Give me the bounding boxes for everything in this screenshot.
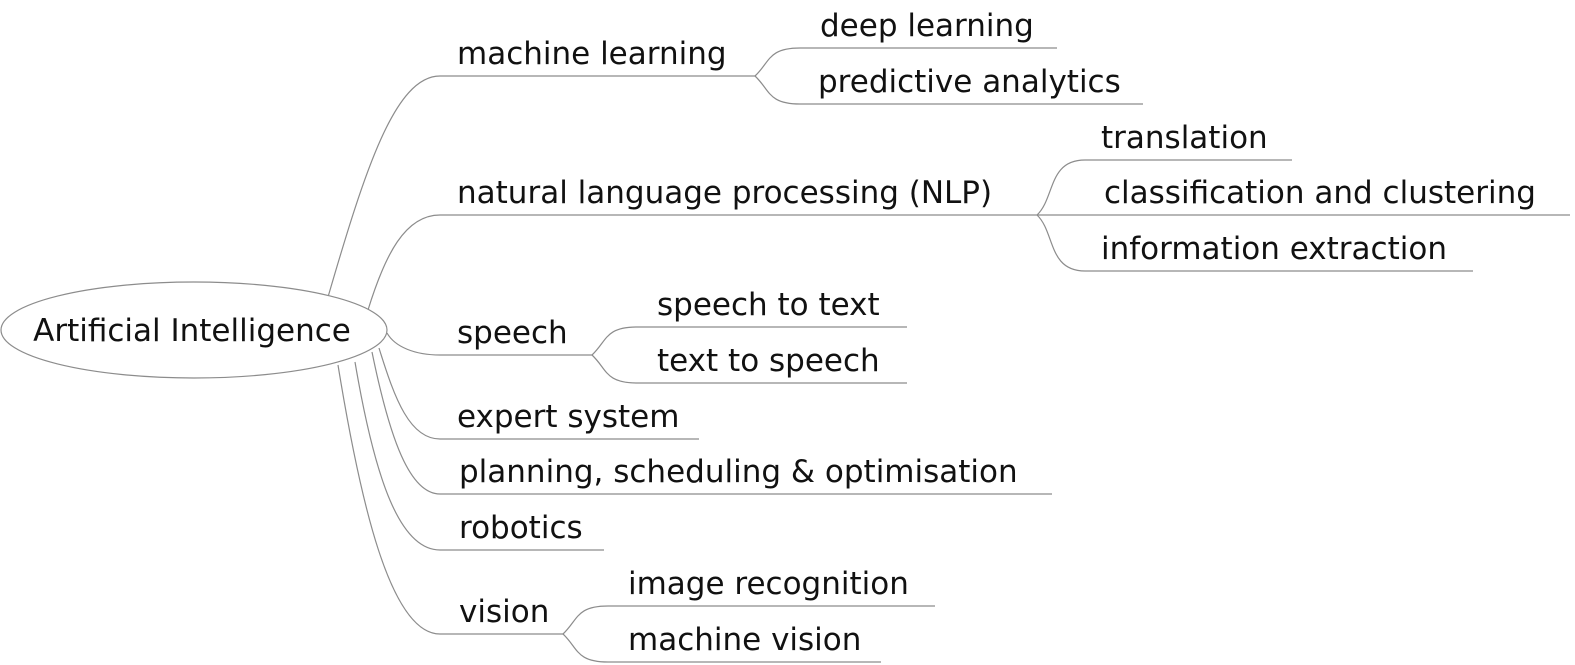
branch-label: robotics (459, 510, 583, 546)
child-machine-vision[interactable]: machine vision (608, 622, 881, 663)
connector-robotics (354, 361, 441, 551)
branch-label: planning, scheduling & optimisation (459, 454, 1018, 490)
branch-robotics[interactable]: robotics (440, 510, 604, 551)
connector-planning (371, 351, 441, 495)
connector-vision (337, 364, 441, 635)
connector-expert-system (378, 347, 441, 440)
branch-machine-learning[interactable]: machine learning (440, 36, 755, 77)
branch-label: vision (459, 594, 549, 630)
branch-label: speech (457, 315, 568, 351)
branch-vision[interactable]: vision (440, 594, 563, 635)
connector-translation (1036, 159, 1086, 216)
root-connectors (327, 75, 441, 635)
connector-nlp (367, 214, 441, 311)
connector-machine-vision (562, 633, 609, 663)
child-image-recognition[interactable]: image recognition (608, 566, 935, 607)
child-label: machine vision (628, 622, 861, 658)
connector-speech-to-text (591, 326, 638, 356)
branch-label: natural language processing (NLP) (457, 175, 992, 211)
branch-planning-scheduling-optimisation[interactable]: planning, scheduling & optimisation (440, 454, 1052, 495)
child-label: image recognition (628, 566, 909, 602)
branch-expert-system[interactable]: expert system (440, 399, 699, 440)
root-ellipse (0, 281, 388, 379)
child-label: predictive analytics (818, 64, 1121, 100)
child-label: speech to text (657, 287, 880, 323)
branch-label: expert system (457, 399, 679, 435)
child-deep-learning[interactable]: deep learning (800, 8, 1057, 49)
root-node[interactable]: Artificial Intelligence (0, 281, 388, 379)
child-translation[interactable]: translation (1085, 120, 1292, 161)
child-label: classification and clustering (1104, 175, 1536, 211)
connector-predictive-analytics (754, 75, 801, 105)
child-connectors (562, 47, 1090, 663)
branch-nlp[interactable]: natural language processing (NLP) (440, 175, 1037, 216)
child-label: translation (1101, 120, 1268, 156)
connector-text-to-speech (591, 354, 638, 384)
connector-information-extraction (1036, 214, 1086, 272)
child-information-extraction[interactable]: information extraction (1085, 231, 1473, 272)
child-predictive-analytics[interactable]: predictive analytics (800, 64, 1143, 105)
child-speech-to-text[interactable]: speech to text (637, 287, 907, 328)
child-label: deep learning (820, 8, 1034, 44)
connector-speech (386, 332, 441, 356)
child-classification-and-clustering[interactable]: classification and clustering (1090, 175, 1570, 216)
branch-label: machine learning (457, 36, 727, 72)
root-label: Artificial Intelligence (33, 313, 351, 349)
child-label: text to speech (657, 343, 880, 379)
branch-speech[interactable]: speech (440, 315, 592, 356)
connector-machine-learning (327, 75, 441, 298)
connector-image-recognition (562, 605, 609, 635)
child-label: information extraction (1101, 231, 1447, 267)
child-text-to-speech[interactable]: text to speech (637, 343, 907, 384)
connector-deep-learning (754, 47, 801, 77)
